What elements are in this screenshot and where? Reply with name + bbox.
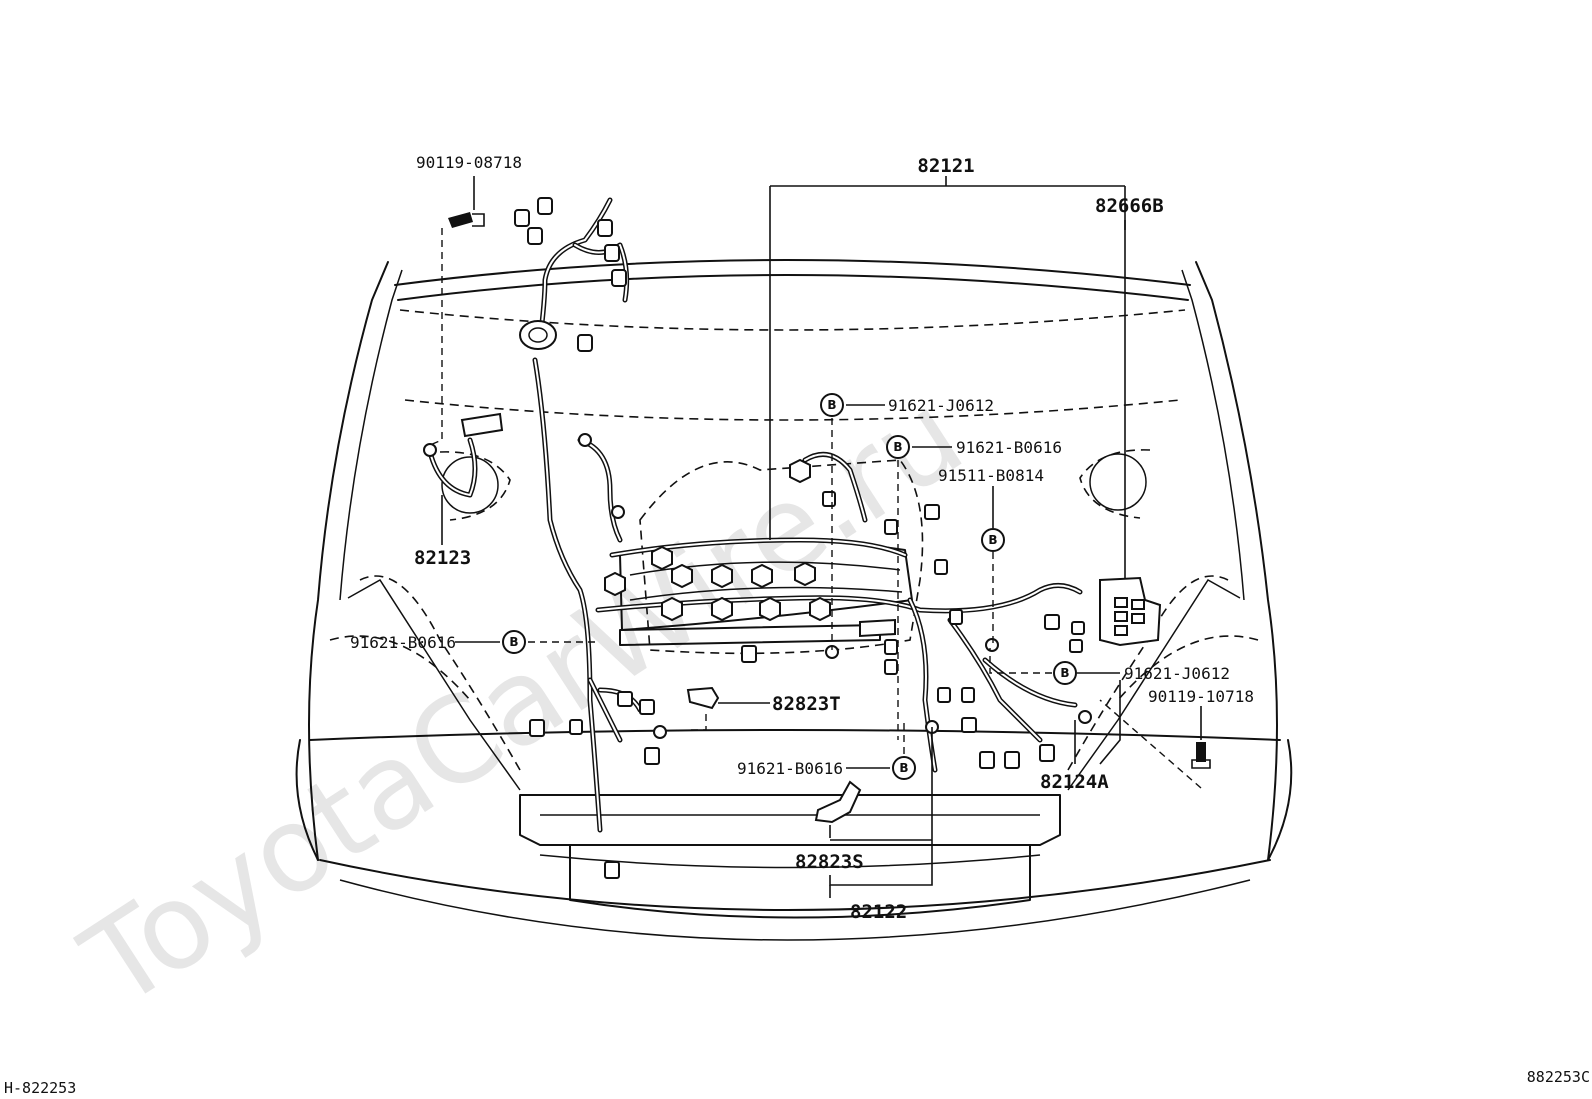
svg-text:B: B bbox=[988, 533, 997, 547]
marker-b-6: B bbox=[892, 756, 916, 780]
vehicle-body-outline bbox=[295, 259, 1293, 941]
svg-text:B: B bbox=[509, 635, 518, 649]
marker-b-1: B bbox=[820, 393, 844, 417]
marker-b-5: B bbox=[1053, 661, 1077, 685]
label-91621-B0616-bottom: 91621-B0616 bbox=[737, 759, 843, 778]
label-91621-B0616-top: 91621-B0616 bbox=[956, 438, 1062, 457]
marker-b-4: B bbox=[502, 630, 526, 654]
leader-lines bbox=[429, 176, 1202, 898]
label-82823S: 82823S bbox=[795, 851, 864, 873]
label-91621-J0612-top: 91621-J0612 bbox=[888, 396, 994, 415]
svg-text:B: B bbox=[899, 761, 908, 775]
label-82122: 82122 bbox=[850, 901, 907, 923]
svg-text:B: B bbox=[827, 398, 836, 412]
label-90119-10718: 90119-10718 bbox=[1148, 687, 1254, 706]
label-91511-B0814: 91511-B0814 bbox=[938, 466, 1044, 485]
connectors bbox=[423, 197, 1211, 879]
label-90119-08718: 90119-08718 bbox=[416, 153, 522, 172]
marker-b-3: B bbox=[981, 528, 1005, 552]
label-82123: 82123 bbox=[414, 547, 471, 569]
svg-text:B: B bbox=[1060, 666, 1069, 680]
label-82666B: 82666B bbox=[1095, 195, 1164, 217]
label-91621-J0612-right: 91621-J0612 bbox=[1124, 664, 1230, 683]
svg-text:B: B bbox=[893, 440, 902, 454]
footer-code-right: 882253C bbox=[1527, 1068, 1590, 1086]
label-91621-B0616-left: 91621-B0616 bbox=[350, 633, 456, 652]
label-82124A: 82124A bbox=[1040, 771, 1109, 793]
marker-b-2: B bbox=[886, 435, 910, 459]
label-82121: 82121 bbox=[917, 155, 974, 177]
footer-code-left: H-822253 bbox=[4, 1079, 76, 1097]
label-82823T: 82823T bbox=[772, 693, 841, 715]
